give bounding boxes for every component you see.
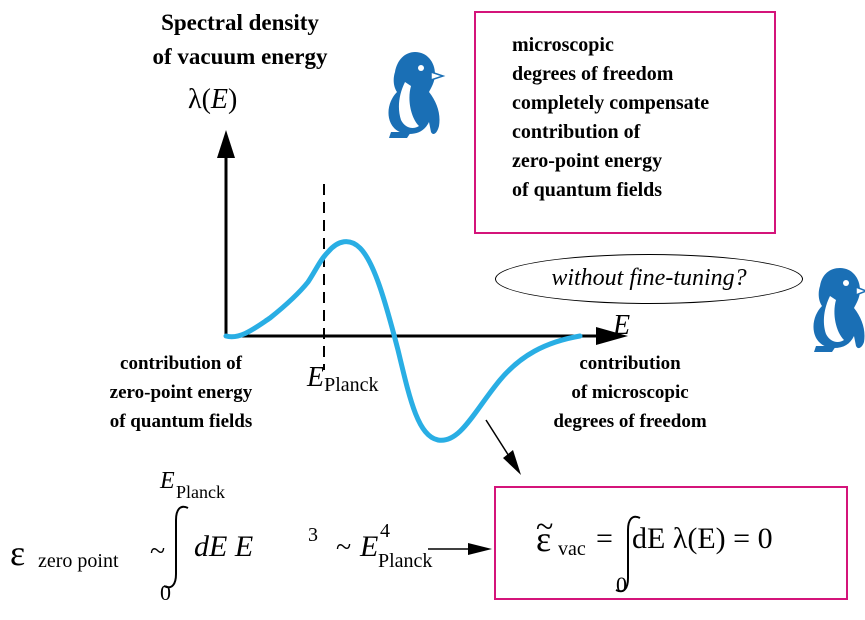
contribution-left-line: contribution of	[120, 353, 242, 374]
result-subscript: Planck	[378, 550, 433, 572]
integrand-exponent: 3	[308, 524, 318, 546]
upper-limit-sub: Planck	[176, 482, 225, 502]
penguin-icon	[813, 268, 865, 352]
epsilon-symbol: ε	[10, 533, 26, 573]
y-axis-arrowhead	[217, 130, 235, 158]
tilde-symbol: ~	[150, 536, 166, 567]
box-line: of quantum fields	[512, 179, 663, 201]
contribution-left-line: of quantum fields	[109, 411, 253, 432]
planck-label-main: E	[307, 362, 325, 393]
integral-sign-left	[163, 505, 189, 589]
result-exponent: 4	[380, 520, 390, 542]
title-line-2: of vacuum energy	[152, 44, 328, 69]
planck-label: EPlanck	[307, 362, 379, 397]
planck-label-sub: Planck	[324, 374, 379, 396]
x-axis-label: E	[613, 310, 631, 341]
box-line: microscopic	[512, 34, 614, 56]
box-line: zero-point energy	[512, 150, 663, 172]
epsilon-subscript: vac	[558, 538, 586, 560]
epsilon-subscript: zero point	[38, 550, 119, 572]
equals-sign: =	[596, 522, 613, 555]
x-axis-arrowhead	[596, 327, 628, 345]
y-axis-label-symbol: λ(	[188, 84, 211, 115]
question-bubble: without fine-tuning?	[495, 254, 803, 304]
compensation-box: microscopic degrees of freedom completel…	[474, 11, 776, 234]
tilde-symbol: ~	[336, 532, 352, 563]
y-axis-label: λ(E)	[188, 84, 237, 116]
penguin-icon	[388, 52, 446, 138]
upper-limit-main: E	[160, 468, 175, 494]
vacuum-energy-formula-box: ~ ε vac = dE λ(E) = 0 0	[494, 486, 848, 600]
pointer-arrowhead	[503, 450, 521, 475]
tilde-mark: ~	[536, 508, 554, 544]
contribution-right-line: contribution	[579, 353, 681, 374]
title-line-1: Spectral density	[161, 10, 319, 35]
contribution-left-line: zero-point energy	[109, 382, 253, 403]
integrand: dE λ(E) = 0	[632, 522, 773, 555]
lower-limit: 0	[160, 580, 171, 605]
epsilon-symbol: ε	[536, 519, 552, 559]
formula-arrowhead	[468, 543, 492, 555]
box-line: degrees of freedom	[512, 63, 674, 85]
y-axis-label-close: )	[228, 84, 238, 115]
lower-limit: 0	[616, 572, 627, 597]
integral-sign-right	[615, 515, 641, 593]
box-line: contribution of	[512, 121, 641, 143]
y-axis-label-var: E	[210, 84, 229, 115]
chart-title: Spectral density of vacuum energy	[95, 6, 385, 74]
spectral-density-curve	[223, 239, 583, 443]
result-main: E	[360, 530, 379, 563]
integrand: dE E	[194, 530, 254, 563]
zero-point-formula: ε zero point ~ E Planck 0 dE E 3 ~ E Pla…	[10, 468, 480, 608]
contribution-right-line: of microscopic	[571, 382, 689, 403]
contribution-right-line: degrees of freedom	[553, 411, 707, 432]
box-line: completely compensate	[512, 92, 710, 114]
contribution-left-label: contribution of zero-point energy of qua…	[64, 349, 298, 436]
contribution-right-label: contribution of microscopic degrees of f…	[492, 349, 768, 436]
